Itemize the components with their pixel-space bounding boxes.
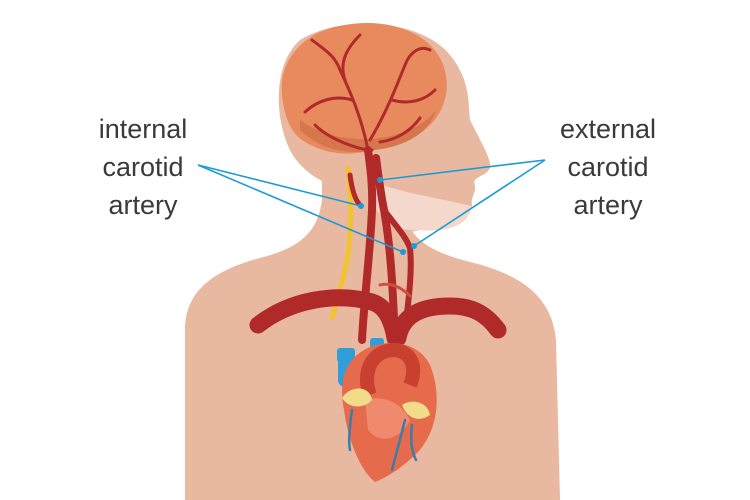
heart-highlight (365, 398, 410, 439)
heart-fat-left (342, 388, 372, 407)
label-line: carotid (102, 152, 184, 182)
jaw-shading (372, 180, 472, 231)
brain-shade (300, 110, 436, 152)
label-line: external (559, 114, 657, 144)
label-line: internal (98, 114, 188, 144)
external-carotid-label: external carotid artery (508, 110, 708, 224)
aorta-root (360, 342, 421, 398)
heart-fat-right (402, 401, 430, 419)
label-line: artery (573, 190, 643, 220)
cerebral-arteries (303, 33, 437, 152)
internal-carotid-label: internal carotid artery (43, 110, 243, 224)
coronary-vessels (347, 408, 418, 472)
pointer-lines (197, 159, 546, 253)
carotid-arteries (347, 146, 414, 344)
torso (185, 165, 560, 500)
label-line: carotid (567, 152, 649, 182)
brain (281, 23, 447, 154)
pointer-dots (358, 177, 417, 255)
vessel-cap-left (337, 348, 355, 362)
label-line: artery (108, 190, 178, 220)
